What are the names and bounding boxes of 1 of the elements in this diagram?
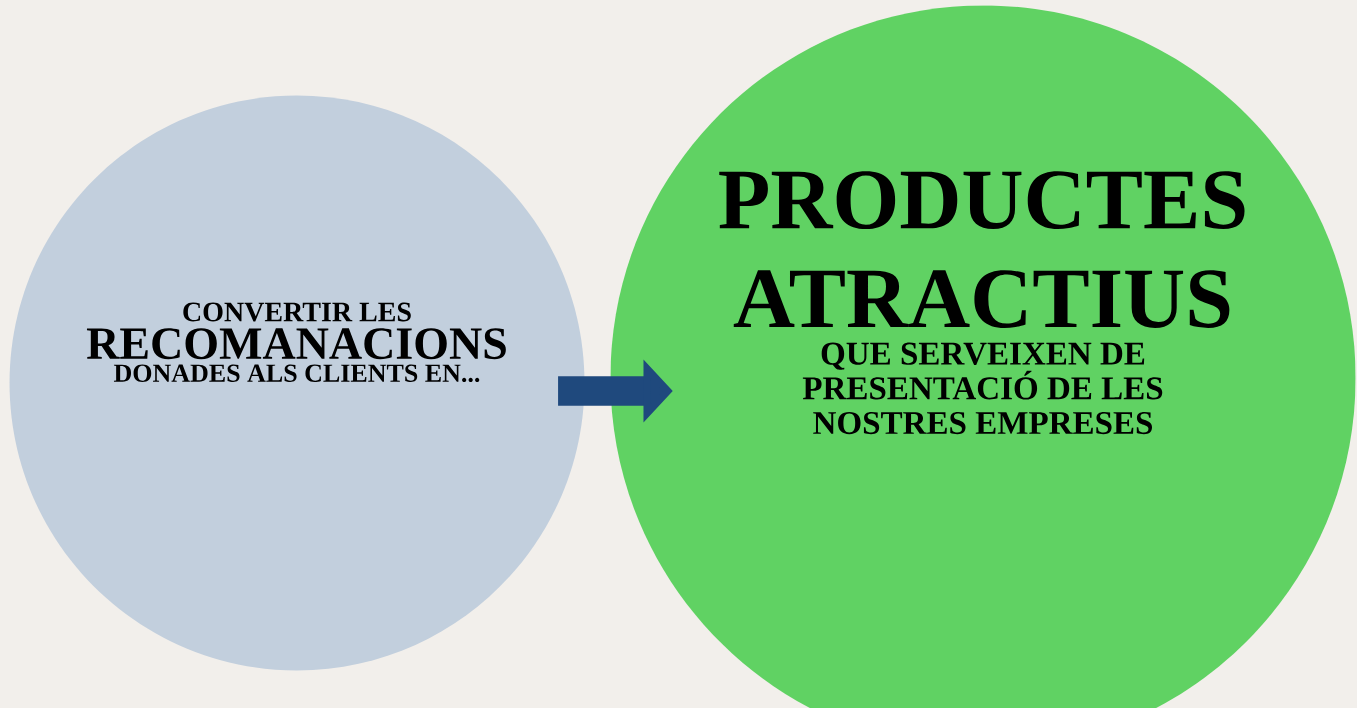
circle-node: CONVERTIR LES RECOMANACIONS DONADES ALS CLIENTS EN... (9, 95, 585, 671)
